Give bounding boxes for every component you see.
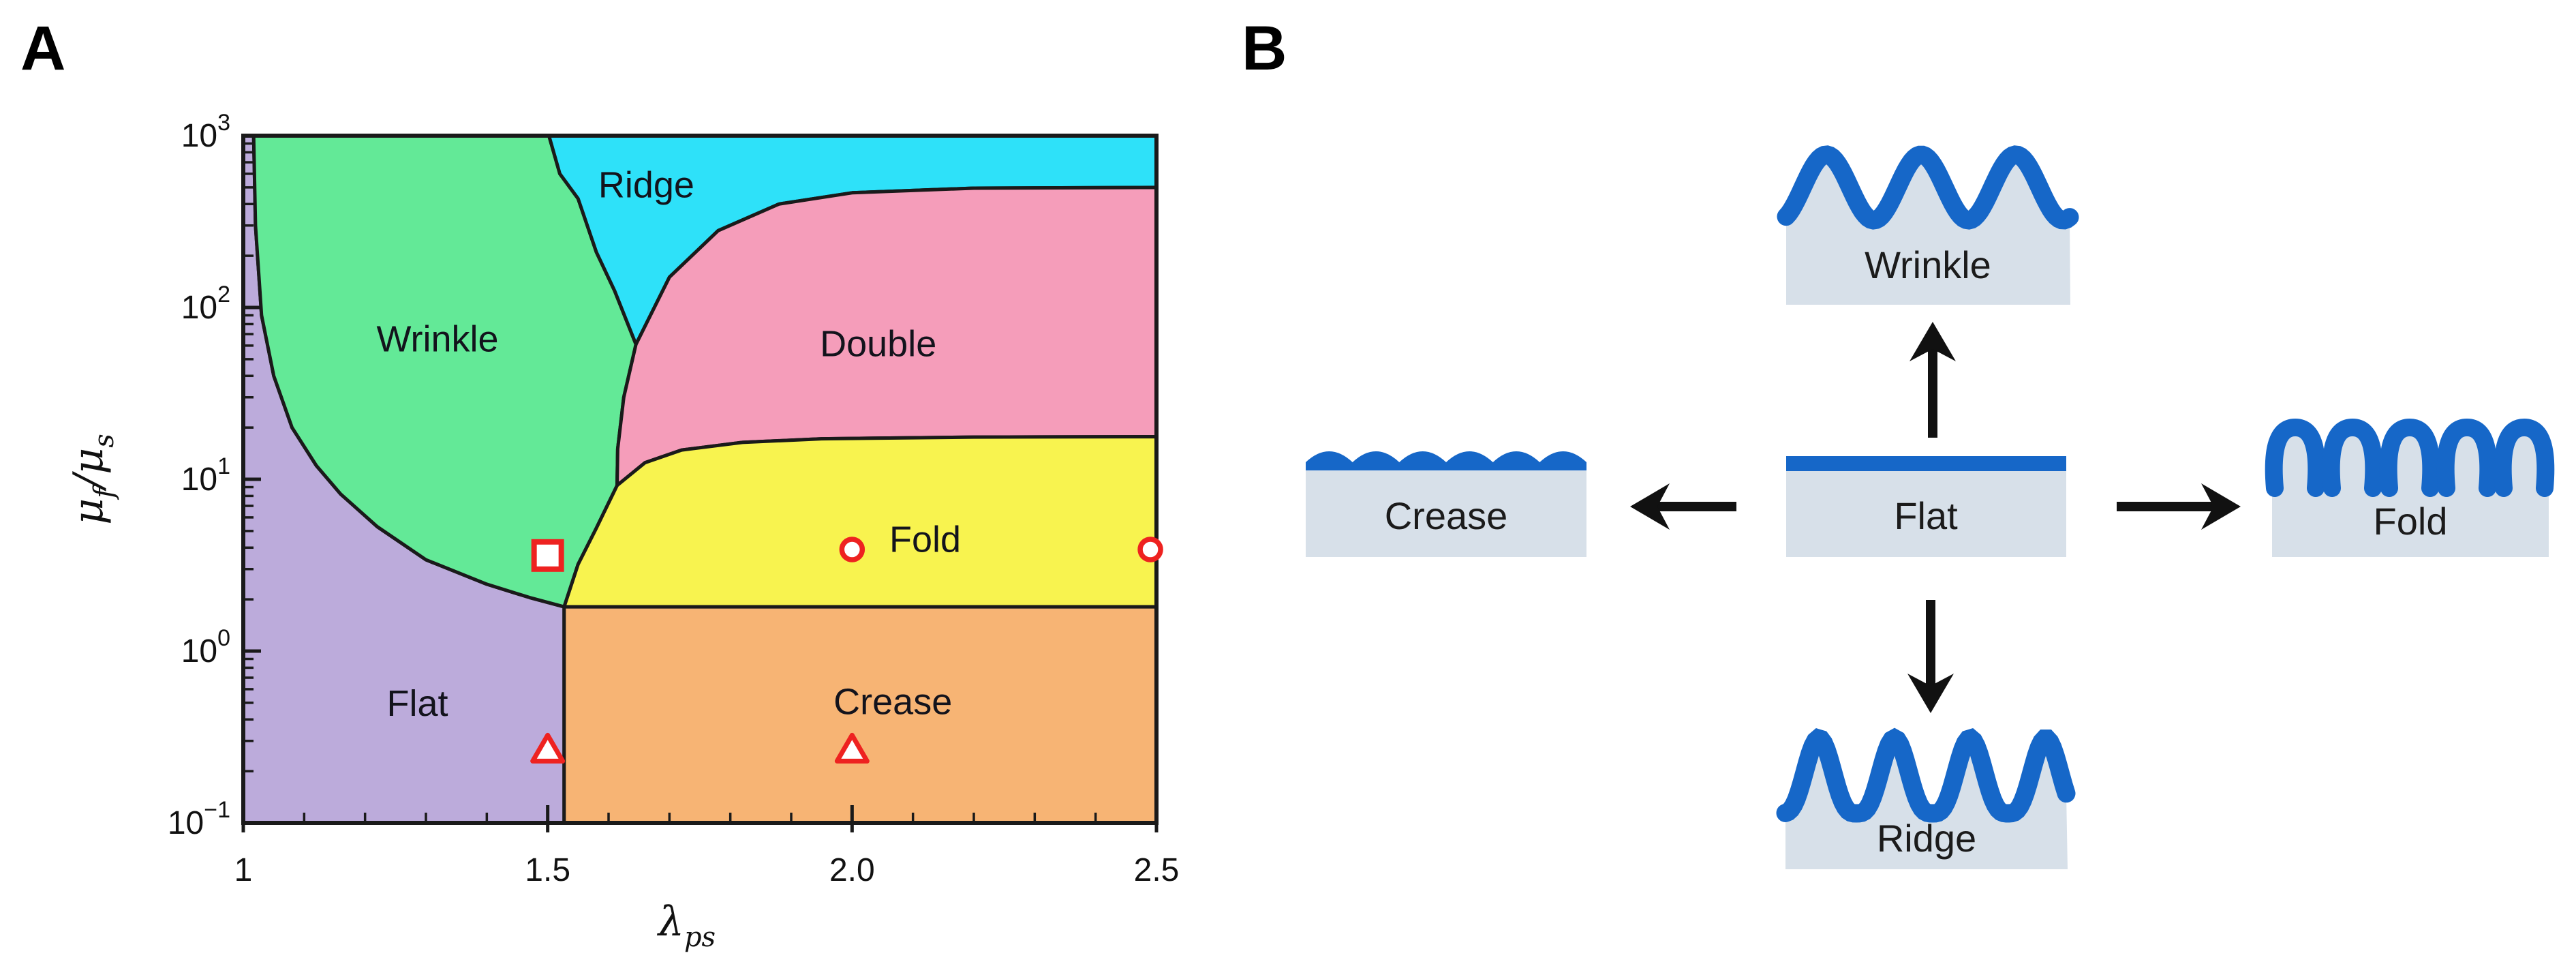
y-axis-label-part: μ: [65, 448, 112, 475]
y-tick-label: 103: [181, 110, 230, 154]
marker-circle: [1137, 537, 1163, 562]
fold-film-arch: [2322, 418, 2383, 497]
y-tick-label: 100: [181, 625, 230, 669]
panel-a-phase-diagram: FlatWrinkleRidgeDoubleFoldCrease10310210…: [65, 110, 1179, 953]
fold-film-arch: [2494, 418, 2555, 497]
ridge-substrate: [1785, 738, 2068, 869]
panel-a-label: A: [20, 14, 65, 83]
y-tick-exp: −1: [204, 797, 230, 823]
y-tick-exp: 0: [217, 625, 230, 651]
y-tick-base: 10: [181, 462, 217, 498]
crease-film-scallops: [1306, 451, 1586, 472]
x-tick-label: 2.0: [829, 852, 875, 888]
arrow-left-to-crease-head: [1630, 483, 1670, 530]
node-label-wrinkle: Wrinkle: [1865, 243, 1991, 286]
y-tick-label: 102: [181, 282, 230, 326]
node-label-crease: Crease: [1385, 494, 1508, 537]
x-axis-subscript: ps: [684, 922, 716, 953]
y-tick-exp: 3: [217, 110, 230, 136]
x-tick-label: 1: [234, 852, 253, 888]
node-label-ridge: Ridge: [1877, 817, 1976, 860]
x-axis-symbol: λ: [657, 898, 684, 946]
region-label-flat: Flat: [386, 683, 448, 724]
y-tick-exp: 1: [217, 453, 230, 479]
region-fold: [562, 435, 1159, 609]
fold-film-arch: [2265, 418, 2326, 497]
arrow-up-to-wrinkle-head: [1910, 322, 1956, 361]
y-tick-exp: 2: [217, 282, 230, 307]
y-tick-base: 10: [181, 633, 217, 669]
panel-b-label: B: [1242, 14, 1287, 83]
x-tick-label: 1.5: [525, 852, 570, 888]
fold-film-arch: [2379, 418, 2440, 497]
flat-substrate: [1786, 471, 2066, 557]
y-tick-base: 10: [181, 290, 217, 326]
region-label-ridge: Ridge: [598, 165, 694, 206]
region-label-crease: Crease: [833, 682, 952, 723]
arrow-right-to-fold-head: [2201, 483, 2241, 530]
region-label-wrinkle: Wrinkle: [376, 319, 498, 360]
marker-triangle: [530, 732, 566, 764]
x-axis-label: λps: [657, 898, 716, 953]
crease-substrate: [1306, 470, 1586, 557]
ridge-film-wave: [1776, 727, 2076, 823]
node-label-fold: Fold: [2374, 500, 2448, 543]
y-tick-base: 10: [181, 118, 217, 154]
y-axis-label: μf/μs: [65, 434, 120, 525]
marker-circle: [839, 537, 865, 562]
x-tick-label: 2.5: [1134, 852, 1180, 888]
marker-triangle: [834, 732, 870, 764]
flat-film-bar: [1786, 456, 2066, 471]
fold-film-arch: [2436, 418, 2498, 497]
region-label-fold: Fold: [889, 519, 961, 560]
y-tick-base: 10: [168, 805, 204, 841]
region-label-double: Double: [820, 323, 936, 364]
wrinkle-film-wave: [1777, 145, 2079, 230]
marker-square: [531, 539, 564, 572]
y-tick-label: 101: [181, 453, 230, 498]
y-axis-label-part: μ: [65, 498, 112, 525]
node-label-flat: Flat: [1894, 494, 1958, 537]
y-tick-label: 10−1: [168, 797, 230, 841]
arrow-down-to-ridge-head: [1907, 674, 1954, 713]
y-axis-label-part: s: [89, 434, 120, 448]
